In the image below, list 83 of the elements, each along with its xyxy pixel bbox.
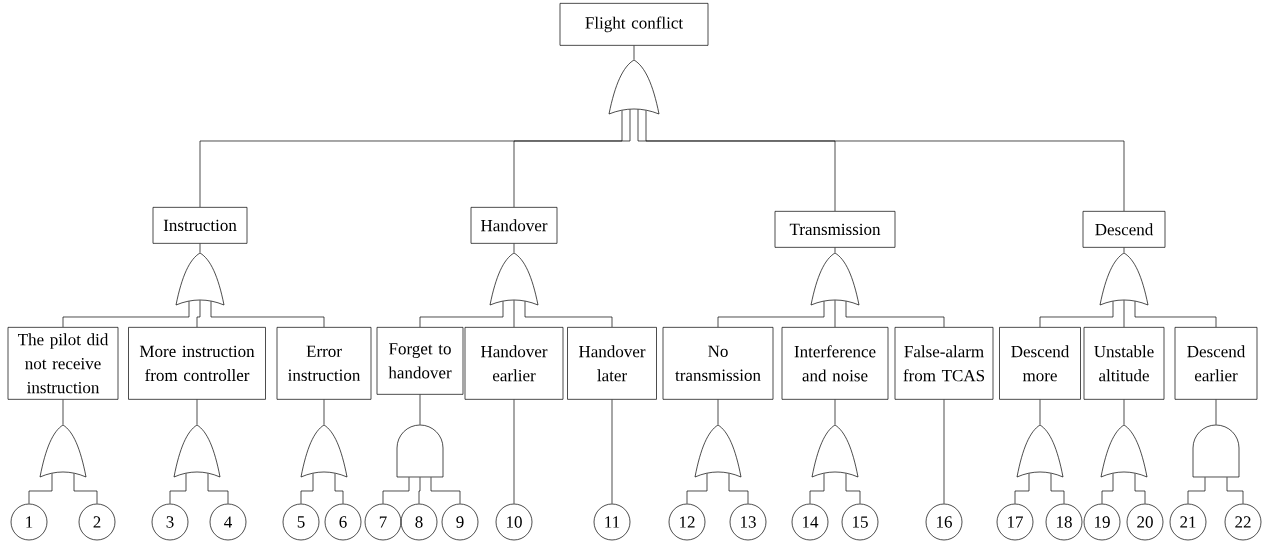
connector-line [611,399,613,504]
or-gate [489,252,539,306]
connector-line [513,300,515,328]
connector-line [645,110,1125,212]
event-box: Handover [470,207,558,244]
connector-line [809,473,825,504]
connector-line [199,243,201,253]
connector-line [334,473,344,504]
connector-line [323,399,325,425]
connector-line [1134,473,1146,504]
connector-line [196,300,201,328]
or-gate [1099,252,1149,306]
event-box: Descend earlier [1174,327,1258,400]
event-box: The pilot did not receive instruction [7,327,119,400]
connector-line [1123,300,1125,328]
connector-line [199,110,623,208]
or-gate [608,59,660,115]
or-gate [1016,424,1064,478]
connector-line [196,399,198,425]
connector-line [728,473,749,504]
connector-line [430,477,461,504]
connector-line [1226,477,1244,504]
connector-line [1039,301,1114,328]
event-box: Unstable altitude [1083,327,1165,400]
connector-line [73,473,98,504]
connector-line [633,45,635,60]
connector-line [419,394,421,425]
event-box: Transmission [774,211,896,248]
connector-line [1123,399,1125,425]
connector-line [834,399,836,425]
connector-line [637,109,836,212]
event-box: No transmission [662,327,774,400]
connector-line [1039,399,1041,425]
event-box: Instruction [152,207,248,244]
connector-line [419,301,504,328]
event-box: Error instruction [276,327,372,400]
connector-line [300,473,314,504]
event-box: Handover earlier [464,327,564,400]
connector-line [686,473,708,504]
or-gate [1100,424,1148,478]
event-box: Interference and noise [781,327,889,400]
connector-line [28,473,53,504]
or-gate [811,424,859,478]
or-gate [39,424,87,478]
connector-line [834,247,836,253]
connector-line [717,301,825,328]
connector-line [1050,473,1065,504]
or-gate [173,424,221,478]
connector-line [62,301,190,328]
event-box: False-alarm from TCAS [894,327,994,400]
or-gate [300,424,348,478]
connector-line [834,300,836,328]
connector-line [207,473,229,504]
or-gate [810,252,860,306]
connector-line [513,243,515,253]
and-gate [1192,424,1240,478]
connector-line [62,399,64,425]
connector-line [943,399,945,504]
connector-line [845,301,945,328]
connector-line [169,473,187,504]
event-box: Forget to handover [376,327,464,395]
connector-line [717,399,719,425]
event-box: Descend more [999,327,1081,400]
or-gate [175,252,225,306]
connector-line [1101,473,1114,504]
event-box: Descend [1082,211,1166,248]
connector-line [418,477,421,504]
or-gate [694,424,742,478]
connector-line [524,301,613,328]
connector-line [1215,399,1217,425]
event-box: Flight conflict [559,3,709,46]
connector-line [513,109,631,208]
and-gate [396,424,444,478]
connector-line [1123,247,1125,253]
connector-line [210,301,325,328]
connector-line [513,399,515,504]
connector-line [382,477,410,504]
connector-line [1014,473,1030,504]
event-box: Handover later [567,327,657,400]
event-box: More instruction from controller [128,327,266,400]
connector-line [845,473,861,504]
connector-line [1187,477,1206,504]
connector-line [1134,301,1217,328]
